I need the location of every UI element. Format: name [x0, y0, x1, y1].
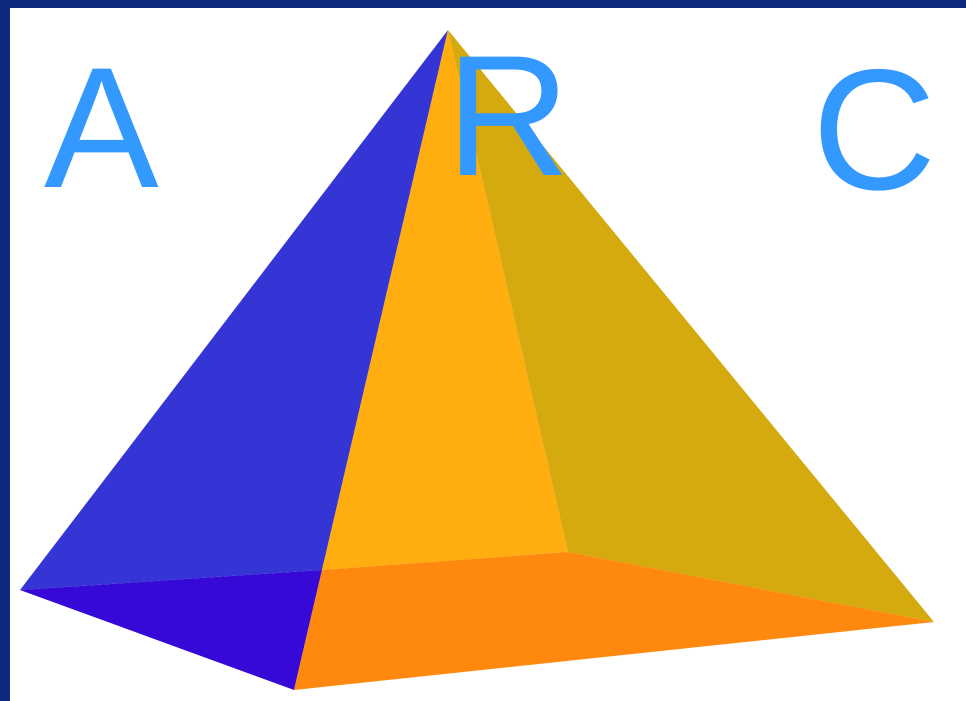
label-c: C — [812, 44, 936, 216]
label-r: R — [446, 30, 570, 202]
label-a: A — [44, 42, 159, 214]
pyramid-base-left — [20, 570, 322, 690]
